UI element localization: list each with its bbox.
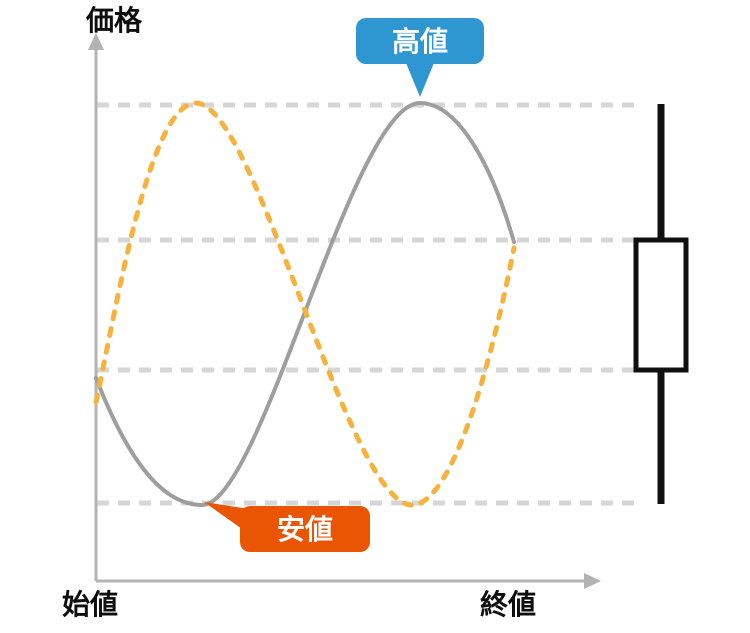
high-callout-bubble (356, 18, 484, 64)
high-callout: 高値 (356, 18, 484, 97)
y-axis-label: 価格 (85, 5, 143, 36)
high-callout-label: 高値 (392, 26, 448, 57)
axes (88, 33, 601, 589)
x-axis-end-label: 終値 (480, 588, 536, 620)
candle-body (633, 237, 689, 373)
gray-price-path (94, 100, 516, 508)
high-callout-tail (404, 58, 436, 97)
y-axis-arrowhead-icon (88, 33, 104, 50)
x-axis-arrowhead-icon (584, 573, 601, 589)
x-axis-start-label: 始値 (62, 589, 118, 620)
orange-price-path (93, 100, 517, 508)
low-callout-bubble (240, 506, 370, 552)
candlestick (633, 104, 689, 504)
low-callout: 安値 (204, 502, 370, 552)
low-callout-label: 安値 (277, 514, 333, 545)
